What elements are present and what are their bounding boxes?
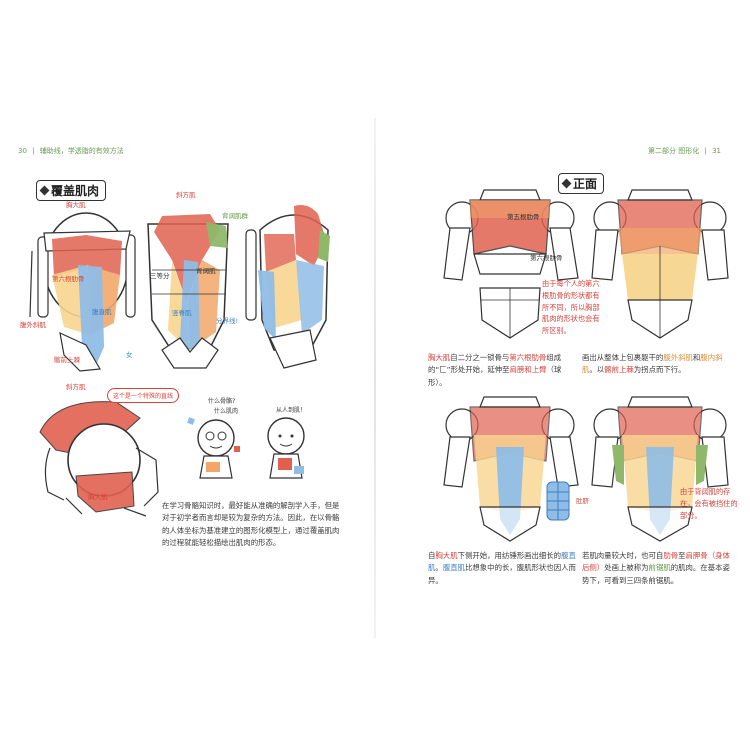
left-page-number: 30: [18, 147, 27, 155]
confused-character: [187, 417, 240, 479]
speech-from-person-to-muscle: 从人到肌！: [276, 407, 307, 414]
right-paragraph-serratus: 若肌肉量较大时，也可自肋骨至肩胛骨（身体后侧）处画上被称为前锯肌的肌肉。在基本姿…: [582, 551, 730, 585]
label-fifth-rib: 第五根肋骨: [507, 213, 540, 221]
label-anterior-iliac-spine: 髂前上棘: [54, 356, 80, 364]
section-title-covering-muscles: 覆盖肌肉: [36, 180, 107, 201]
left-page-header: 30 | 辅助线，学透脂的有效方法: [18, 147, 124, 155]
back-torso-illustration: [147, 214, 229, 369]
right-paragraph-obliques: 画出从整体上包裹躯干的腹外斜肌和腹内斜肌。以髂前上棘为拐点而下行。: [582, 353, 723, 375]
label-rectus-abdominis: 腹直肌: [92, 308, 112, 316]
side-torso-illustration: [245, 205, 330, 369]
note-latissimus-hidden: 由于背阔肌的存在，会有被挡住的部分。: [680, 487, 738, 520]
label-pectoralis-major-2: 胸大肌: [88, 493, 108, 501]
label-sixth-rib: 第六根肋骨: [52, 275, 85, 283]
abdominal-muscles-detail: [546, 481, 570, 521]
annotation-bubble: 这个是一个特殊的直线: [107, 388, 180, 403]
label-erector-spinae: 竖脊肌: [172, 309, 192, 317]
label-dividing-line: 分界线!: [216, 317, 239, 325]
front-mannequin-chest: [443, 189, 579, 339]
right-page-number: 31: [712, 147, 721, 155]
label-trapezius: 斜方肌: [176, 191, 196, 199]
front-mannequin-rectus: [443, 396, 579, 542]
label-trapezius-2: 斜方肌: [66, 383, 86, 391]
right-paragraph-rectus: 自胸大肌下侧开始，用纺锤形画出细长的腹直肌。腹直肌比想象中的长，腹肌形状也因人而…: [428, 551, 576, 585]
left-header-title: 辅助线，学透脂的有效方法: [39, 147, 124, 155]
label-external-oblique: 腹外斜肌: [20, 321, 46, 329]
diamond-icon: [39, 185, 50, 196]
right-paragraph-pectoralis: 胸大肌自二分之一锁骨与第六根肋骨组成的“匚”形处开始，延伸至肩膀和上臂（球形）。: [428, 353, 562, 387]
diamond-icon: [561, 178, 572, 189]
speech-what-bones: 什么骨骼?: [208, 398, 236, 405]
front-torso-illustration: [29, 212, 136, 372]
right-header-title: 第二部分 图形化: [648, 147, 700, 155]
label-pectoralis-major: 胸大肌: [66, 201, 86, 209]
page-gutter: [374, 118, 376, 638]
front-mannequin-serratus: [591, 396, 729, 542]
label-sixth-rib-right: 第六根肋骨: [530, 254, 563, 262]
left-page-paragraph: 在学习骨骼知识时，最好能从准确的解剖学入手，但是对于初学者而言却是较为复杂的方法…: [162, 501, 340, 548]
front-mannequin-obliques: [591, 189, 729, 339]
section-title-front-view: 正面: [558, 173, 605, 194]
label-latissimus-dorsi: 背阔肌: [196, 267, 216, 275]
label-latissimus-group: 背阔肌群: [222, 212, 248, 220]
note-sixth-rib-variation: 由于每个人的第六根肋骨的形状都有所不同，所以胸部肌肉的形状也会有所区别。: [542, 279, 600, 336]
happy-character: [267, 417, 305, 479]
shoulder-pectoral-illustration: [39, 401, 159, 517]
right-page-header: 第二部分 图形化 | 31: [648, 147, 721, 155]
label-female: 女: [126, 351, 133, 359]
label-three-equal-parts: 三等分: [150, 272, 170, 280]
speech-what-muscles: 什么肌肉: [214, 408, 239, 415]
label-navel: 肚脐: [576, 497, 589, 505]
